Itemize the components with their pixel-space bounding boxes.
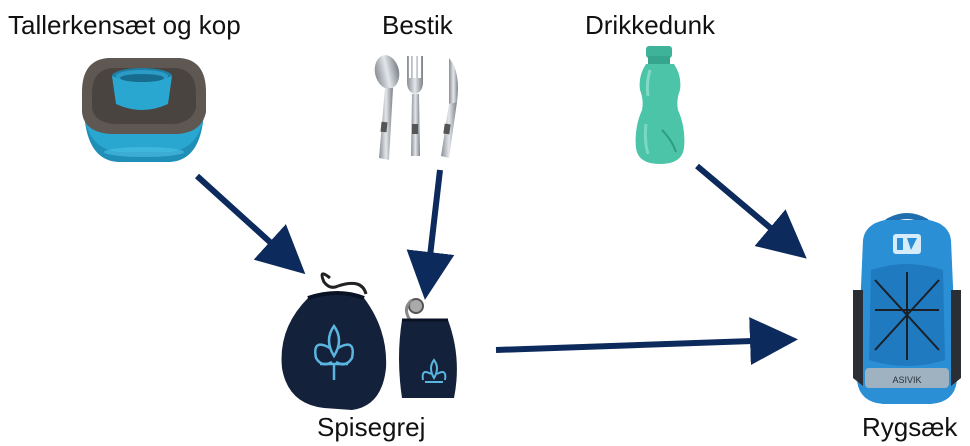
- arrow-plate-set-to-mess-kit: [197, 176, 292, 262]
- arrow-cutlery-to-mess-kit: [427, 170, 440, 282]
- arrow-mess-kit-to-backpack: [496, 340, 780, 350]
- arrow-water-bottle-to-backpack: [697, 166, 793, 247]
